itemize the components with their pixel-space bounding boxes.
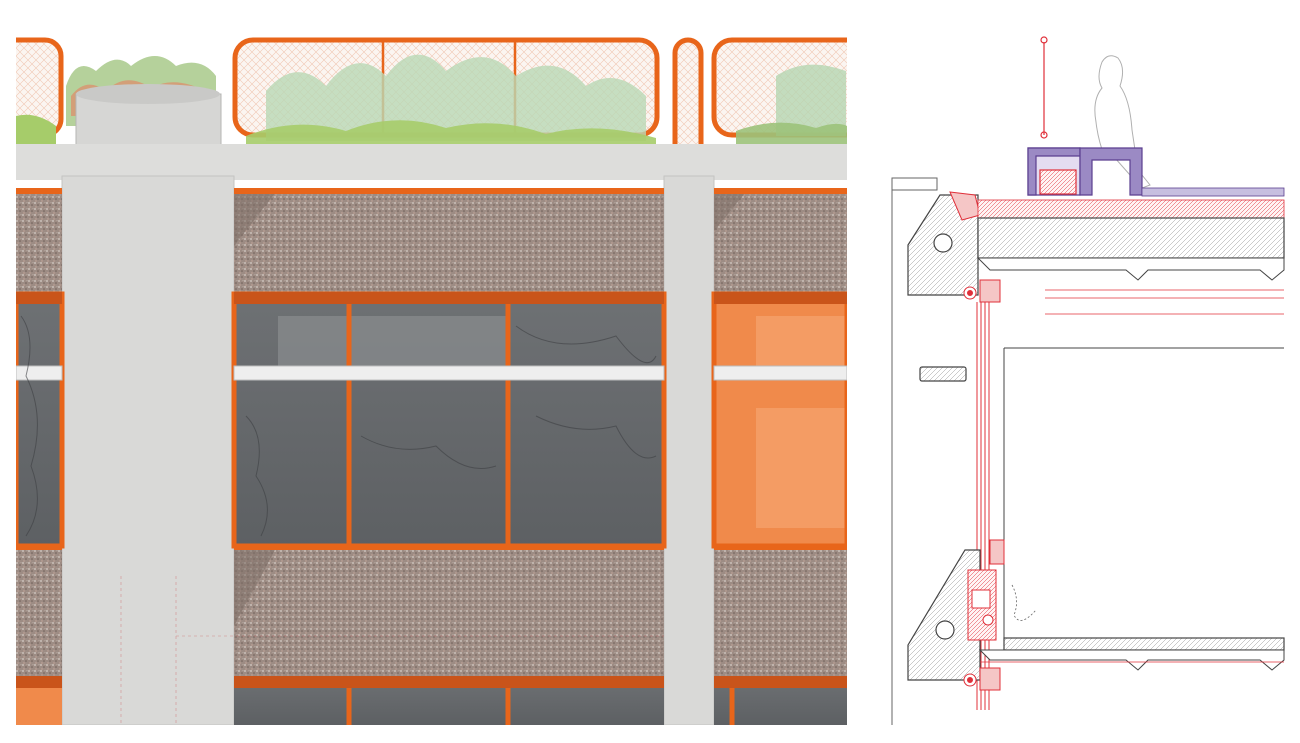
roof-slab-upper (976, 199, 1285, 315)
facade-elevation (16, 16, 847, 725)
facade-elevation-drawing (16, 16, 847, 725)
window-profile-lower (963, 667, 1001, 691)
parapet-column (891, 177, 938, 725)
floor-slab-lower (978, 637, 1285, 671)
railing-post (1040, 36, 1048, 139)
roof-paving (1141, 187, 1285, 197)
sill-element (919, 366, 967, 382)
tree-reflections (20, 315, 657, 537)
precast-spandrel-lower (907, 539, 1005, 681)
construction-section (880, 30, 1290, 730)
window-sills (16, 365, 847, 381)
construction-section-drawing (891, 36, 1285, 725)
spandrel-panels (16, 192, 847, 676)
precast-spandrel-upper (907, 191, 981, 296)
airflow-arrow (1011, 584, 1037, 621)
bench (1027, 147, 1143, 196)
